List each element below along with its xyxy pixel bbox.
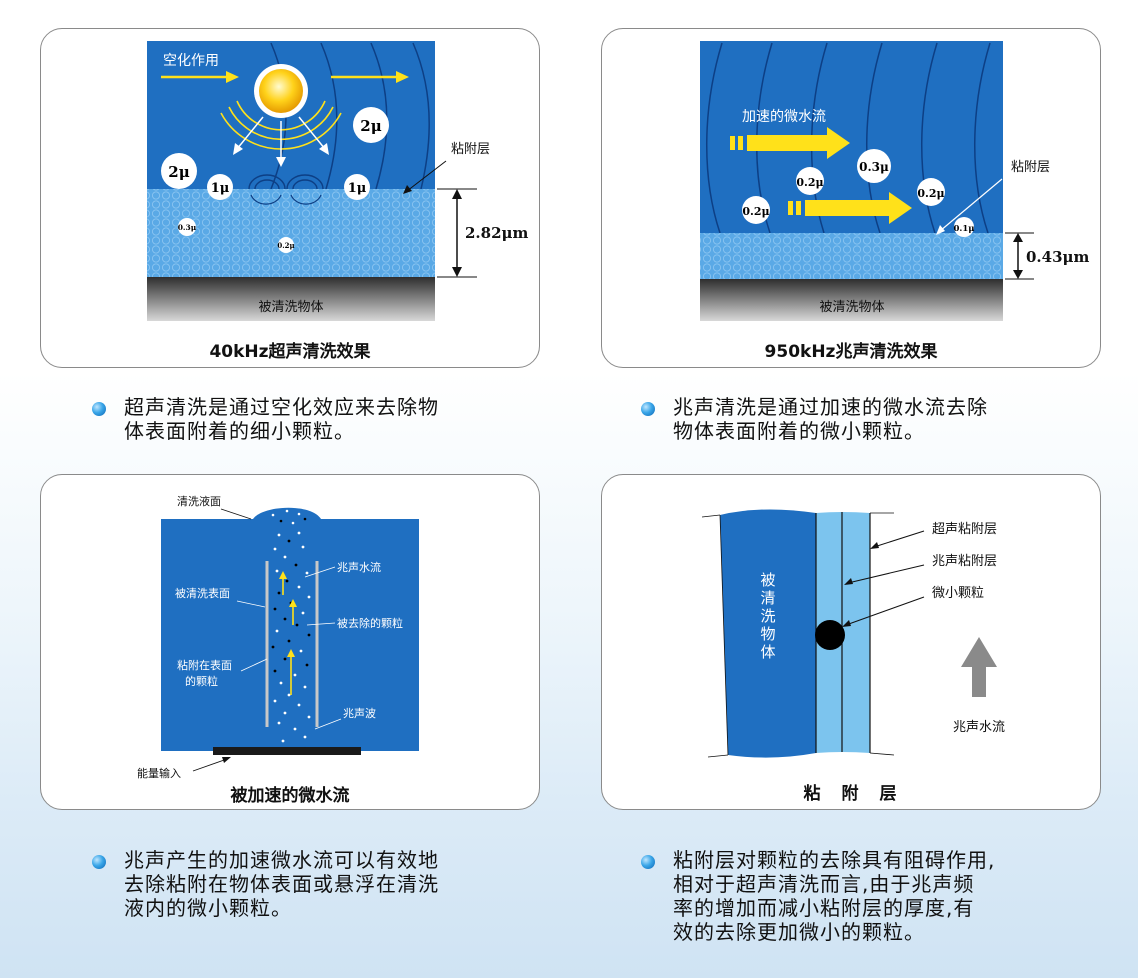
cleaned-surface-label: 被清洗表面: [175, 586, 230, 600]
bullet-line: 粘附层对颗粒的去除具有阻碍作用,: [673, 848, 996, 872]
upward-flow-arrow-icon: [961, 637, 997, 697]
cleaned-object: [720, 509, 816, 758]
particle: [178, 218, 196, 236]
megasonic-diagram: 被清洗物体 加速的微水流 0.3μ 0.2μ 0.2μ 0.2μ 0.1μ 粘附…: [700, 41, 1090, 321]
adhered-particles-label: 粘附在表面: [177, 658, 232, 672]
adhesion-label: 粘附层: [1011, 160, 1050, 175]
bullet-dot-icon: [641, 402, 655, 416]
particle: [857, 149, 891, 183]
particle-label: 2μ: [168, 163, 189, 181]
cleaned-object: [147, 277, 435, 321]
thickness-label: 2.82μm: [465, 224, 529, 242]
particle: [796, 167, 824, 195]
particle: [954, 217, 974, 237]
particle: [917, 178, 945, 206]
panel-caption: 被加速的微水流: [230, 786, 350, 806]
object-label: 被清洗物体: [819, 300, 884, 315]
bullet-text-2: 兆声清洗是通过加速的微水流去除 物体表面附着的微小颗粒。: [673, 395, 988, 443]
arrow-icon: [226, 71, 239, 83]
particle-label: 0.2μ: [796, 176, 823, 189]
bullet-text-3: 兆声产生的加速微水流可以有效地 去除粘附在物体表面或悬浮在清洗 液内的微小颗粒。: [124, 848, 439, 920]
bullet-dot-icon: [641, 855, 655, 869]
small-particle-label: 微小颗粒: [932, 586, 984, 601]
bullet-line: 相对于超声清洗而言,由于兆声频: [673, 872, 975, 896]
object-label: 被清洗物体: [258, 300, 323, 315]
cavitation-label: 空化作用: [163, 53, 219, 69]
object-char: 清: [760, 589, 775, 607]
ultrasonic-panel: 被清洗物体 空化作用 2μ 2μ 1μ 1μ: [40, 28, 540, 368]
bullet-dot-icon: [92, 855, 106, 869]
arrow-icon: [396, 71, 409, 83]
particle-label: 0.2μ: [917, 187, 944, 200]
mega-flow-label: 兆声水流: [953, 720, 1005, 735]
particle-label: 0.2μ: [742, 205, 769, 218]
object-char: 体: [760, 643, 775, 661]
bullet-line: 去除粘附在物体表面或悬浮在清洗: [124, 872, 439, 896]
bullet-line: 物体表面附着的微小颗粒。: [673, 419, 925, 443]
megasonic-panel: 被清洗物体 加速的微水流 0.3μ 0.2μ 0.2μ 0.2μ 0.1μ 粘附…: [601, 28, 1101, 368]
ultrasonic-diagram: 被清洗物体 空化作用 2μ 2μ 1μ 1μ: [147, 41, 529, 321]
particle-label: 1μ: [348, 181, 367, 196]
panel-caption: 40kHz超声清洗效果: [209, 342, 371, 362]
particle-label: 1μ: [211, 181, 230, 196]
particle: [742, 196, 770, 224]
particle: [278, 237, 294, 253]
adhesion-label: 粘附层: [451, 142, 490, 157]
arrow-icon: [889, 192, 912, 224]
thickness-label: 0.43μm: [1026, 248, 1090, 266]
bullet-line: 率的增加而减小粘附层的厚度,有: [673, 896, 975, 920]
bullet-line: 液内的微小颗粒。: [124, 896, 292, 920]
panel-caption: 粘 附 层: [803, 784, 899, 804]
arrow-icon: [827, 127, 850, 159]
cleaned-object: [700, 279, 1003, 321]
accelerated-flow-panel: 清洗液面 被清洗表面 兆声水流 被去除的颗粒 粘附在表面 的颗粒 兆声波 能量输…: [40, 474, 540, 810]
removed-particles-label: 被去除的颗粒: [337, 616, 403, 630]
bullet-line: 兆声产生的加速微水流可以有效地: [124, 848, 439, 872]
bullet-line: 超声清洗是通过空化效应来去除物: [124, 395, 439, 419]
particle: [353, 107, 389, 143]
adhered-particles-label-2: 的颗粒: [185, 674, 218, 688]
object-char: 被: [760, 571, 775, 589]
bullet-text-4: 粘附层对颗粒的去除具有阻碍作用, 相对于超声清洗而言,由于兆声频 率的增加而减小…: [673, 848, 995, 944]
bullet-line: 兆声清洗是通过加速的微水流去除: [673, 395, 988, 419]
mega-layer-label: 兆声粘附层: [932, 554, 997, 569]
flow-label: 加速的微水流: [742, 109, 826, 125]
object-char: 洗: [760, 607, 775, 625]
bullet-text-1: 超声清洗是通过空化效应来去除物 体表面附着的细小颗粒。: [124, 395, 439, 443]
bullet-line: 效的去除更加微小的颗粒。: [673, 920, 925, 944]
particle-label: 2μ: [360, 117, 381, 135]
bullet-dot-icon: [92, 402, 106, 416]
particle: [207, 174, 233, 200]
panel-caption: 950kHz兆声清洗效果: [764, 342, 938, 362]
particle-label: 0.3μ: [178, 223, 197, 232]
particle: [344, 174, 370, 200]
accelerated-flow-diagram: 清洗液面 被清洗表面 兆声水流 被去除的颗粒 粘附在表面 的颗粒 兆声波 能量输…: [137, 494, 419, 780]
bullet-line: 体表面附着的细小颗粒。: [124, 419, 355, 443]
object-char: 物: [760, 625, 775, 643]
small-particle: [815, 620, 845, 650]
energy-input-label: 能量输入: [137, 766, 181, 780]
particle-field: [271, 531, 311, 743]
particle: [161, 153, 197, 189]
adhesion-layer-diagram: 被 清 洗 物 体 超声粘附层 兆声粘附层 微小颗粒 兆声水流: [701, 509, 1005, 758]
liquid-tank: [161, 507, 419, 751]
particle-label: 0.2μ: [277, 241, 294, 250]
mega-flow-label: 兆声水流: [337, 560, 381, 574]
ultra-layer-label: 超声粘附层: [932, 522, 997, 537]
liquid-surface-label: 清洗液面: [177, 494, 221, 508]
particle-label: 0.1μ: [953, 224, 974, 234]
particle-label: 0.3μ: [859, 160, 889, 174]
adhesion-layer-panel: 被 清 洗 物 体 超声粘附层 兆声粘附层 微小颗粒 兆声水流 粘 附 层: [601, 474, 1101, 810]
mega-wave-label: 兆声波: [343, 706, 376, 720]
transducer-bar: [213, 747, 361, 755]
